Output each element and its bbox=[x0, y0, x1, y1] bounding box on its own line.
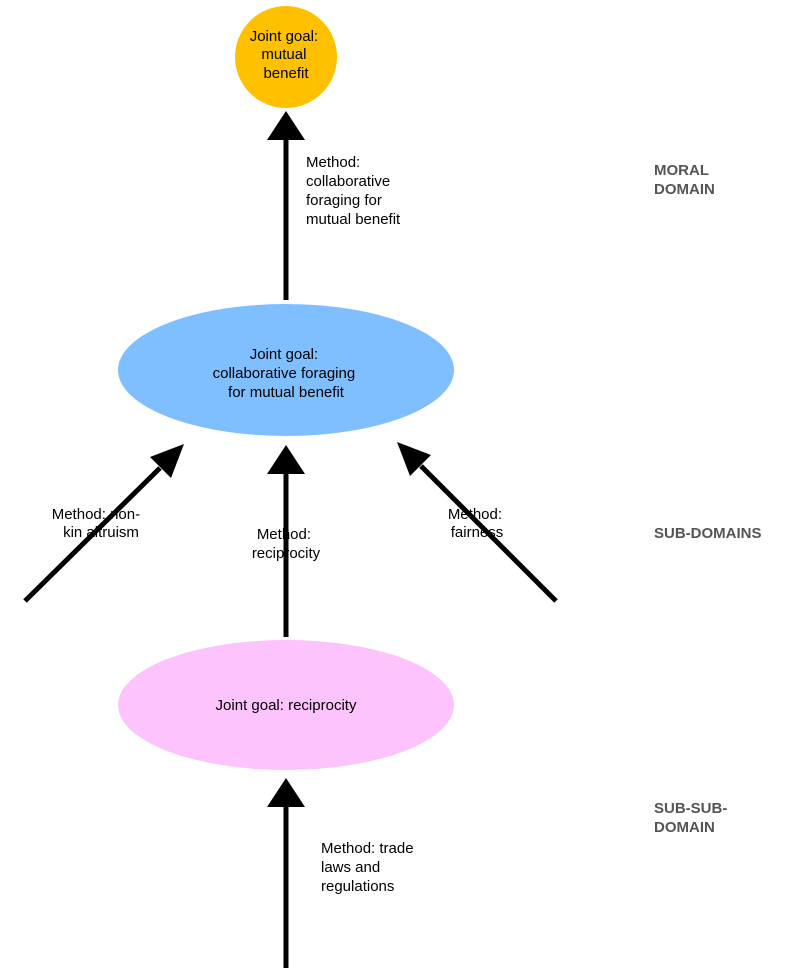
domain-sub-sub-label: SUB-SUB- DOMAIN bbox=[654, 800, 732, 836]
method-non-kin-altruism-label: Method: non- kin altruism bbox=[52, 506, 145, 541]
node-collaborative-foraging: Joint goal: collaborative foraging for m… bbox=[118, 304, 454, 436]
method-reciprocity-label: Method: reciprocity bbox=[252, 526, 321, 562]
arrow-fairness bbox=[397, 442, 558, 603]
arrow-trade-laws bbox=[267, 778, 305, 968]
domain-sub-label: SUB-DOMAINS bbox=[654, 525, 762, 542]
method-trade-laws-label: Method: trade laws and regulations bbox=[321, 840, 418, 895]
node-reciprocity-label: Joint goal: reciprocity bbox=[216, 697, 357, 714]
arrow-reciprocity bbox=[267, 445, 305, 637]
arrow-to-mutual-benefit bbox=[267, 111, 305, 300]
node-collaborative-foraging-label: Joint goal: collaborative foraging for m… bbox=[213, 346, 360, 401]
node-mutual-benefit-label: Joint goal: mutual benefit bbox=[250, 28, 323, 82]
node-reciprocity: Joint goal: reciprocity bbox=[118, 640, 454, 770]
method-collaborative-foraging-label: Method: collaborative foraging for mutua… bbox=[306, 154, 401, 228]
arrow-non-kin-altruism bbox=[23, 444, 184, 603]
domain-moral-label: MORAL DOMAIN bbox=[654, 162, 715, 198]
method-fairness-label: Method: fairness bbox=[448, 506, 506, 541]
node-mutual-benefit: Joint goal: mutual benefit bbox=[235, 6, 337, 108]
